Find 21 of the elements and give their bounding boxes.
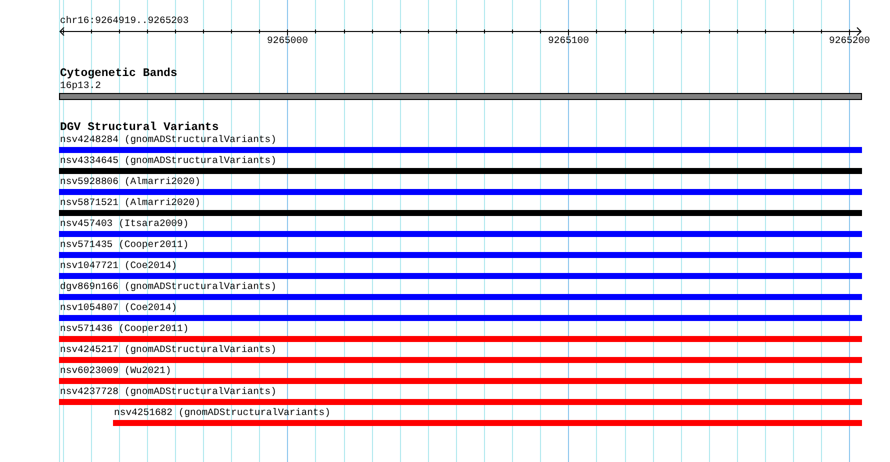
variant-label: nsv571436 (Cooper2011) <box>59 323 189 334</box>
variant-label: nsv5928806 (Almarri2020) <box>59 176 200 187</box>
variant-label: nsv4334645 (gnomADStructuralVariants) <box>59 155 276 166</box>
variant-label: nsv457403 (Itsara2009) <box>59 218 189 229</box>
variant-label: dgv869n166 (gnomADStructuralVariants) <box>59 281 276 292</box>
variant-label: nsv4237728 (gnomADStructuralVariants) <box>59 386 276 397</box>
track-heading: Cytogenetic Bands <box>60 68 178 80</box>
variant-label: nsv1047721 (Coe2014) <box>59 260 178 271</box>
track-heading: DGV Structural Variants <box>60 122 219 134</box>
band-label: 16p13.2 <box>59 80 101 91</box>
variant-label: nsv1054807 (Coe2014) <box>59 302 178 313</box>
tick-label: 9265000 <box>267 35 308 46</box>
locus-label: chr16:9264919..9265203 <box>60 15 189 26</box>
variant-label: nsv4245217 (gnomADStructuralVariants) <box>59 344 276 355</box>
variant-label: nsv4251682 (gnomADStructuralVariants) <box>113 407 330 418</box>
variant-label: nsv571435 (Cooper2011) <box>59 239 189 250</box>
tick-label: 9265100 <box>548 35 589 46</box>
variant-label: nsv4248284 (gnomADStructuralVariants) <box>59 134 276 145</box>
variant-label: nsv5871521 (Almarri2020) <box>59 197 200 208</box>
variant-label: nsv6023009 (Wu2021) <box>59 365 172 376</box>
tick-label: 9265200 <box>829 35 870 46</box>
